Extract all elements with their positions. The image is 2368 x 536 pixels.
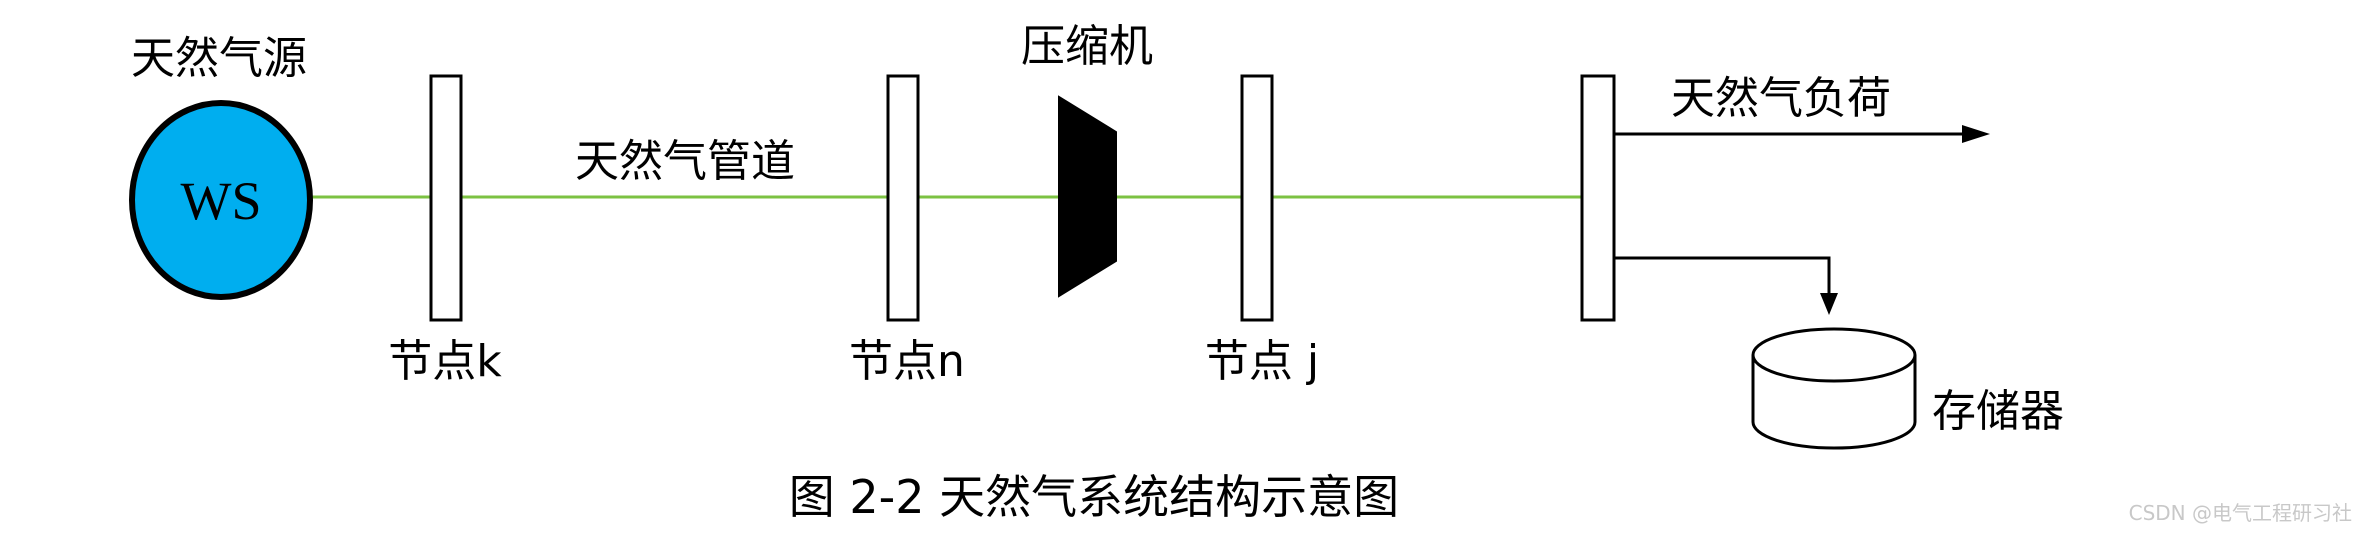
csdn-watermark: CSDN @电气工程研习社: [2128, 501, 2352, 525]
figure-caption: 图 2-2 天然气系统结构示意图: [789, 470, 1399, 524]
storage-cylinder-top: [1751, 327, 1917, 383]
storage-arrow-head: [1820, 293, 1838, 315]
node-n-bar: [886, 74, 920, 322]
gas-source-id: WS: [181, 171, 262, 231]
node-k-label: 节点k: [388, 336, 502, 387]
load-label: 天然气负荷: [1671, 73, 1891, 124]
pipeline-label: 天然气管道: [575, 136, 795, 187]
node-j-bar: [1240, 74, 1274, 322]
gas-source-label: 天然气源: [131, 33, 307, 84]
compressor-shape: [1058, 95, 1117, 298]
gas-source-circle: [129, 100, 313, 300]
node-j-label: 节点 j: [1205, 336, 1319, 387]
node-n-label: 节点n: [849, 336, 965, 387]
load-node-bar: [1580, 74, 1616, 322]
node-k-bar: [429, 74, 463, 322]
storage-label: 存储器: [1932, 386, 2064, 437]
storage-arrow-line: [1614, 256, 1831, 296]
load-arrow-head: [1962, 125, 1990, 143]
compressor-label: 压缩机: [1021, 21, 1153, 72]
